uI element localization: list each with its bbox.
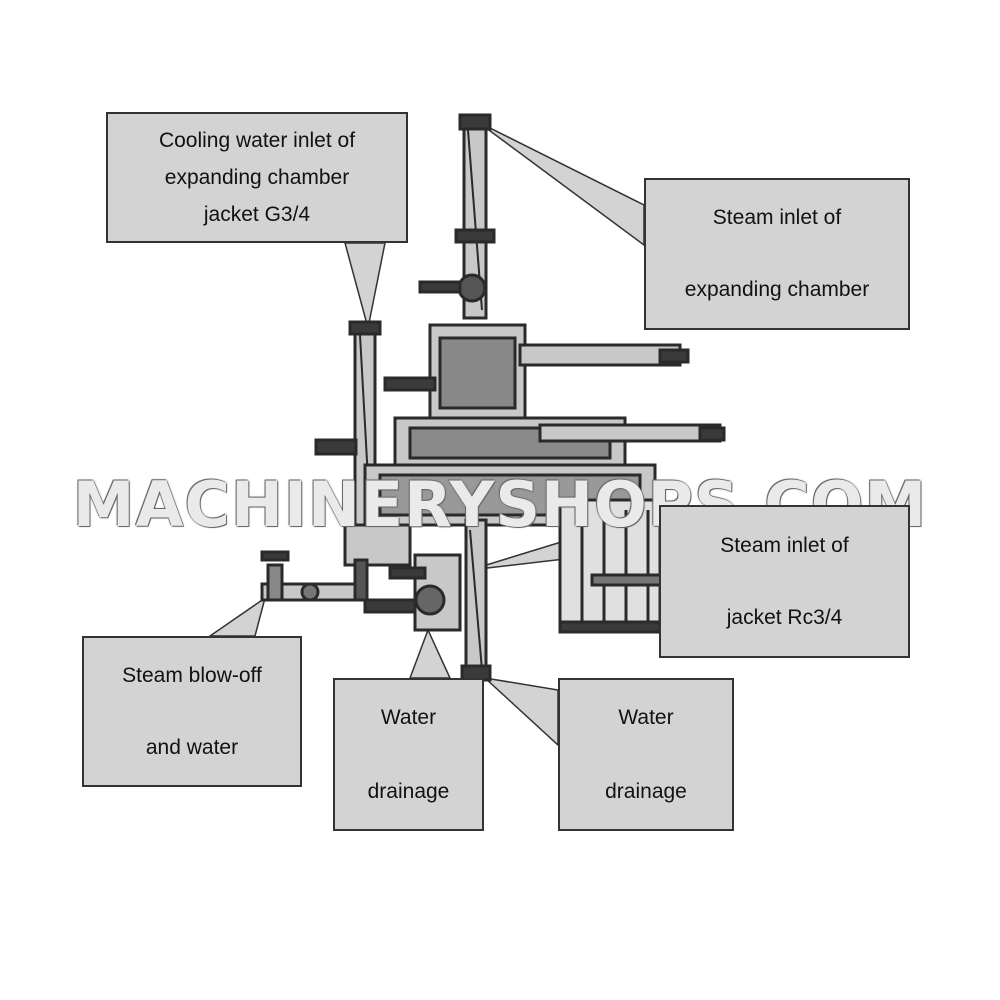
callout-line: Cooling water inlet of [158, 129, 356, 152]
callout-line: drainage [605, 779, 687, 803]
pointer-blowoff [207, 596, 267, 637]
lower-valve-wheel [414, 584, 446, 616]
top-valve-wheel [457, 273, 487, 303]
callout-line: and water [145, 735, 239, 759]
callout-line: expanding chamber [164, 166, 350, 189]
callout-line: Water [380, 705, 437, 729]
middle-arm [538, 423, 722, 443]
callout-line: jacket G3/4 [203, 203, 311, 226]
callout-water-drainage-left: Water drainage [333, 678, 484, 831]
callout-water-drainage-right: Water drainage [558, 678, 734, 831]
right-frame [558, 498, 662, 632]
callout-line: expanding chamber [684, 278, 870, 301]
callout-line: Steam inlet of [720, 533, 849, 557]
callout-line: drainage [367, 779, 450, 803]
machine-assembly [260, 113, 726, 682]
callout-line: Steam inlet of [712, 206, 842, 229]
top-flange [458, 113, 492, 131]
callout-line: Water [618, 705, 674, 729]
callout-line: jacket Rc3/4 [726, 605, 843, 629]
upper-arm [518, 343, 682, 367]
lower-left-assembly [343, 523, 412, 567]
callout-steam-inlet-jacket: Steam inlet of jacket Rc3/4 [659, 505, 910, 658]
pointer-drain-2 [482, 676, 559, 747]
callout-steam-inlet-expanding-chamber: Steam inlet of expanding chamber [644, 178, 910, 330]
pointer-steam-expanding [477, 121, 645, 247]
callout-line: Steam blow-off [122, 663, 262, 687]
pointer-cooling [344, 242, 386, 329]
pointer-drain-1 [408, 628, 452, 679]
callout-cooling-water-inlet: Cooling water inlet of expanding chamber… [106, 112, 408, 243]
callout-steam-blowoff: Steam blow-off and water [82, 636, 302, 787]
